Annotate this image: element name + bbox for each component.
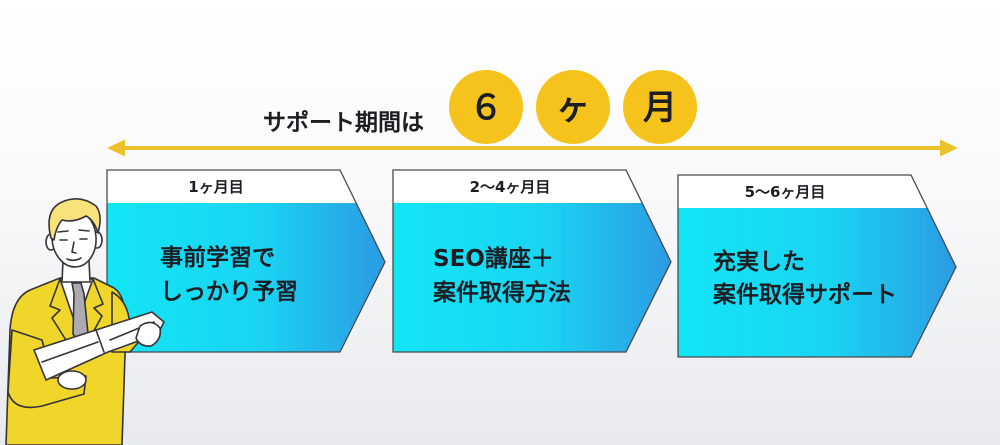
support-period-heading: サポート期間は ６ ヶ 月 (263, 70, 697, 144)
step-header (393, 170, 642, 203)
step-description-line-1: 充実した (713, 248, 805, 275)
step-1: 1ヶ月目 事前学習で しっかり予習 (106, 169, 386, 353)
duration-number: ６ (469, 88, 503, 128)
step-body (393, 203, 671, 352)
duration-badge-number: ６ (449, 70, 523, 144)
step-description-line-2: しっかり予習 (160, 279, 298, 305)
duration-badge-circle (536, 70, 610, 144)
step-header (678, 175, 927, 208)
step-3: 5〜6ヶ月目 充実した 案件取得サポート (677, 174, 957, 358)
duration-badge-circle (449, 70, 523, 144)
face-features (57, 229, 90, 262)
step-period-label: 2〜4ヶ月目 (470, 178, 551, 196)
duration-unit: 月 (643, 88, 677, 128)
step-header (107, 170, 356, 203)
businessman-reading-document-illustration (5, 198, 165, 445)
step-outline (392, 169, 672, 353)
right-hand (135, 321, 162, 347)
step-body (107, 203, 385, 352)
step-period-label: 5〜6ヶ月目 (745, 183, 826, 201)
timeline-arrow-icon (107, 139, 958, 157)
duration-badge-unit: 月 (623, 70, 697, 144)
document-icon (33, 311, 165, 381)
step-outline (677, 174, 957, 358)
step-description-line-2: 案件取得方法 (432, 279, 571, 306)
step-2: 2〜4ヶ月目 SEO講座＋ 案件取得方法 (392, 169, 672, 353)
support-period-label: サポート期間は (263, 109, 424, 136)
arrow-right-head-icon (940, 139, 958, 157)
duration-counter: ヶ (556, 88, 590, 128)
step-description-line-2: 案件取得サポート (712, 281, 897, 308)
step-description-line-1: SEO講座＋ (433, 245, 554, 272)
step-description-line-1: 事前学習で (160, 244, 275, 271)
duration-badge-circle (623, 70, 697, 144)
step-period-label: 1ヶ月目 (188, 178, 243, 196)
step-body (678, 208, 956, 357)
lapel-left (49, 278, 77, 357)
hair (48, 198, 101, 241)
left-hand (57, 370, 87, 390)
lapel-right (79, 278, 104, 357)
duration-badge-counter: ヶ (536, 70, 610, 144)
arrow-left-head-icon (107, 139, 125, 157)
